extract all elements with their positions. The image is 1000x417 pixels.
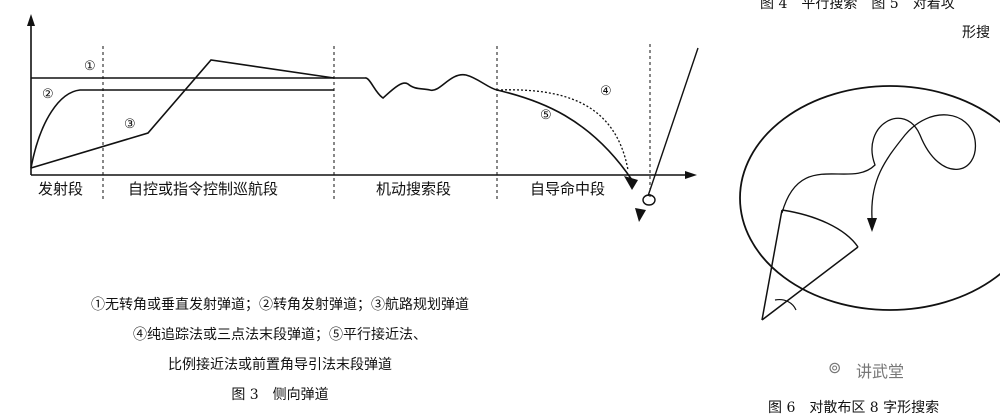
search-arrow-icon (867, 218, 877, 232)
impact-arrow-1 (624, 176, 638, 190)
figure-5-caption-cont: 形搜 (962, 25, 990, 41)
legend-line-2: ④纯追踪法或三点法末段弹道；⑤平行接近法、 (133, 327, 427, 343)
pop-up-line (647, 47, 699, 197)
curve-label-2: ② (42, 87, 54, 102)
watermark: 讲武堂 (856, 362, 905, 381)
sector-arc (781, 209, 859, 248)
phase-cruise: 自控或指令控制巡航段 (128, 180, 279, 198)
phase-dividers (102, 44, 651, 200)
curve-label-3: ③ (124, 117, 136, 132)
sector-edges (761, 209, 859, 321)
impact-arrow-2 (635, 208, 646, 222)
phase-search: 机动搜索段 (376, 180, 452, 198)
x-axis-arrow (685, 171, 697, 179)
legend-line-1: ①无转角或垂直发射弹道；②转角发射弹道；③航路规划弹道 (91, 297, 469, 313)
curve-label-1: ① (84, 59, 96, 74)
target-icon (642, 194, 656, 206)
figure-3-caption: 图 3 侧向弹道 (231, 387, 329, 403)
legend-line-3: 比例接近法或前置角导引法末段弹道 (168, 357, 392, 373)
figure-6-caption: 图 6 对散布区 8 字形搜索 (768, 400, 940, 416)
scatter-area-ellipse (739, 85, 1000, 311)
figure-eight-path (781, 114, 976, 219)
trajectory-3 (30, 59, 335, 169)
trajectory-4 (496, 89, 629, 171)
y-axis-arrow (27, 14, 35, 26)
phase-launch: 发射段 (38, 180, 84, 198)
trajectory-2 (30, 89, 334, 169)
wechat-icon: ⊚ (828, 358, 842, 377)
curve-label-4: ④ (600, 84, 612, 99)
trajectory-5 (496, 89, 633, 181)
curve-label-5: ⑤ (540, 108, 552, 123)
phase-homing: 自导命中段 (530, 180, 606, 198)
maneuver-path (334, 74, 498, 99)
sector-inner-arc (774, 298, 797, 311)
figure-4-5-caption: 图 4 平行搜索 图 5 对着攻 (760, 0, 955, 12)
